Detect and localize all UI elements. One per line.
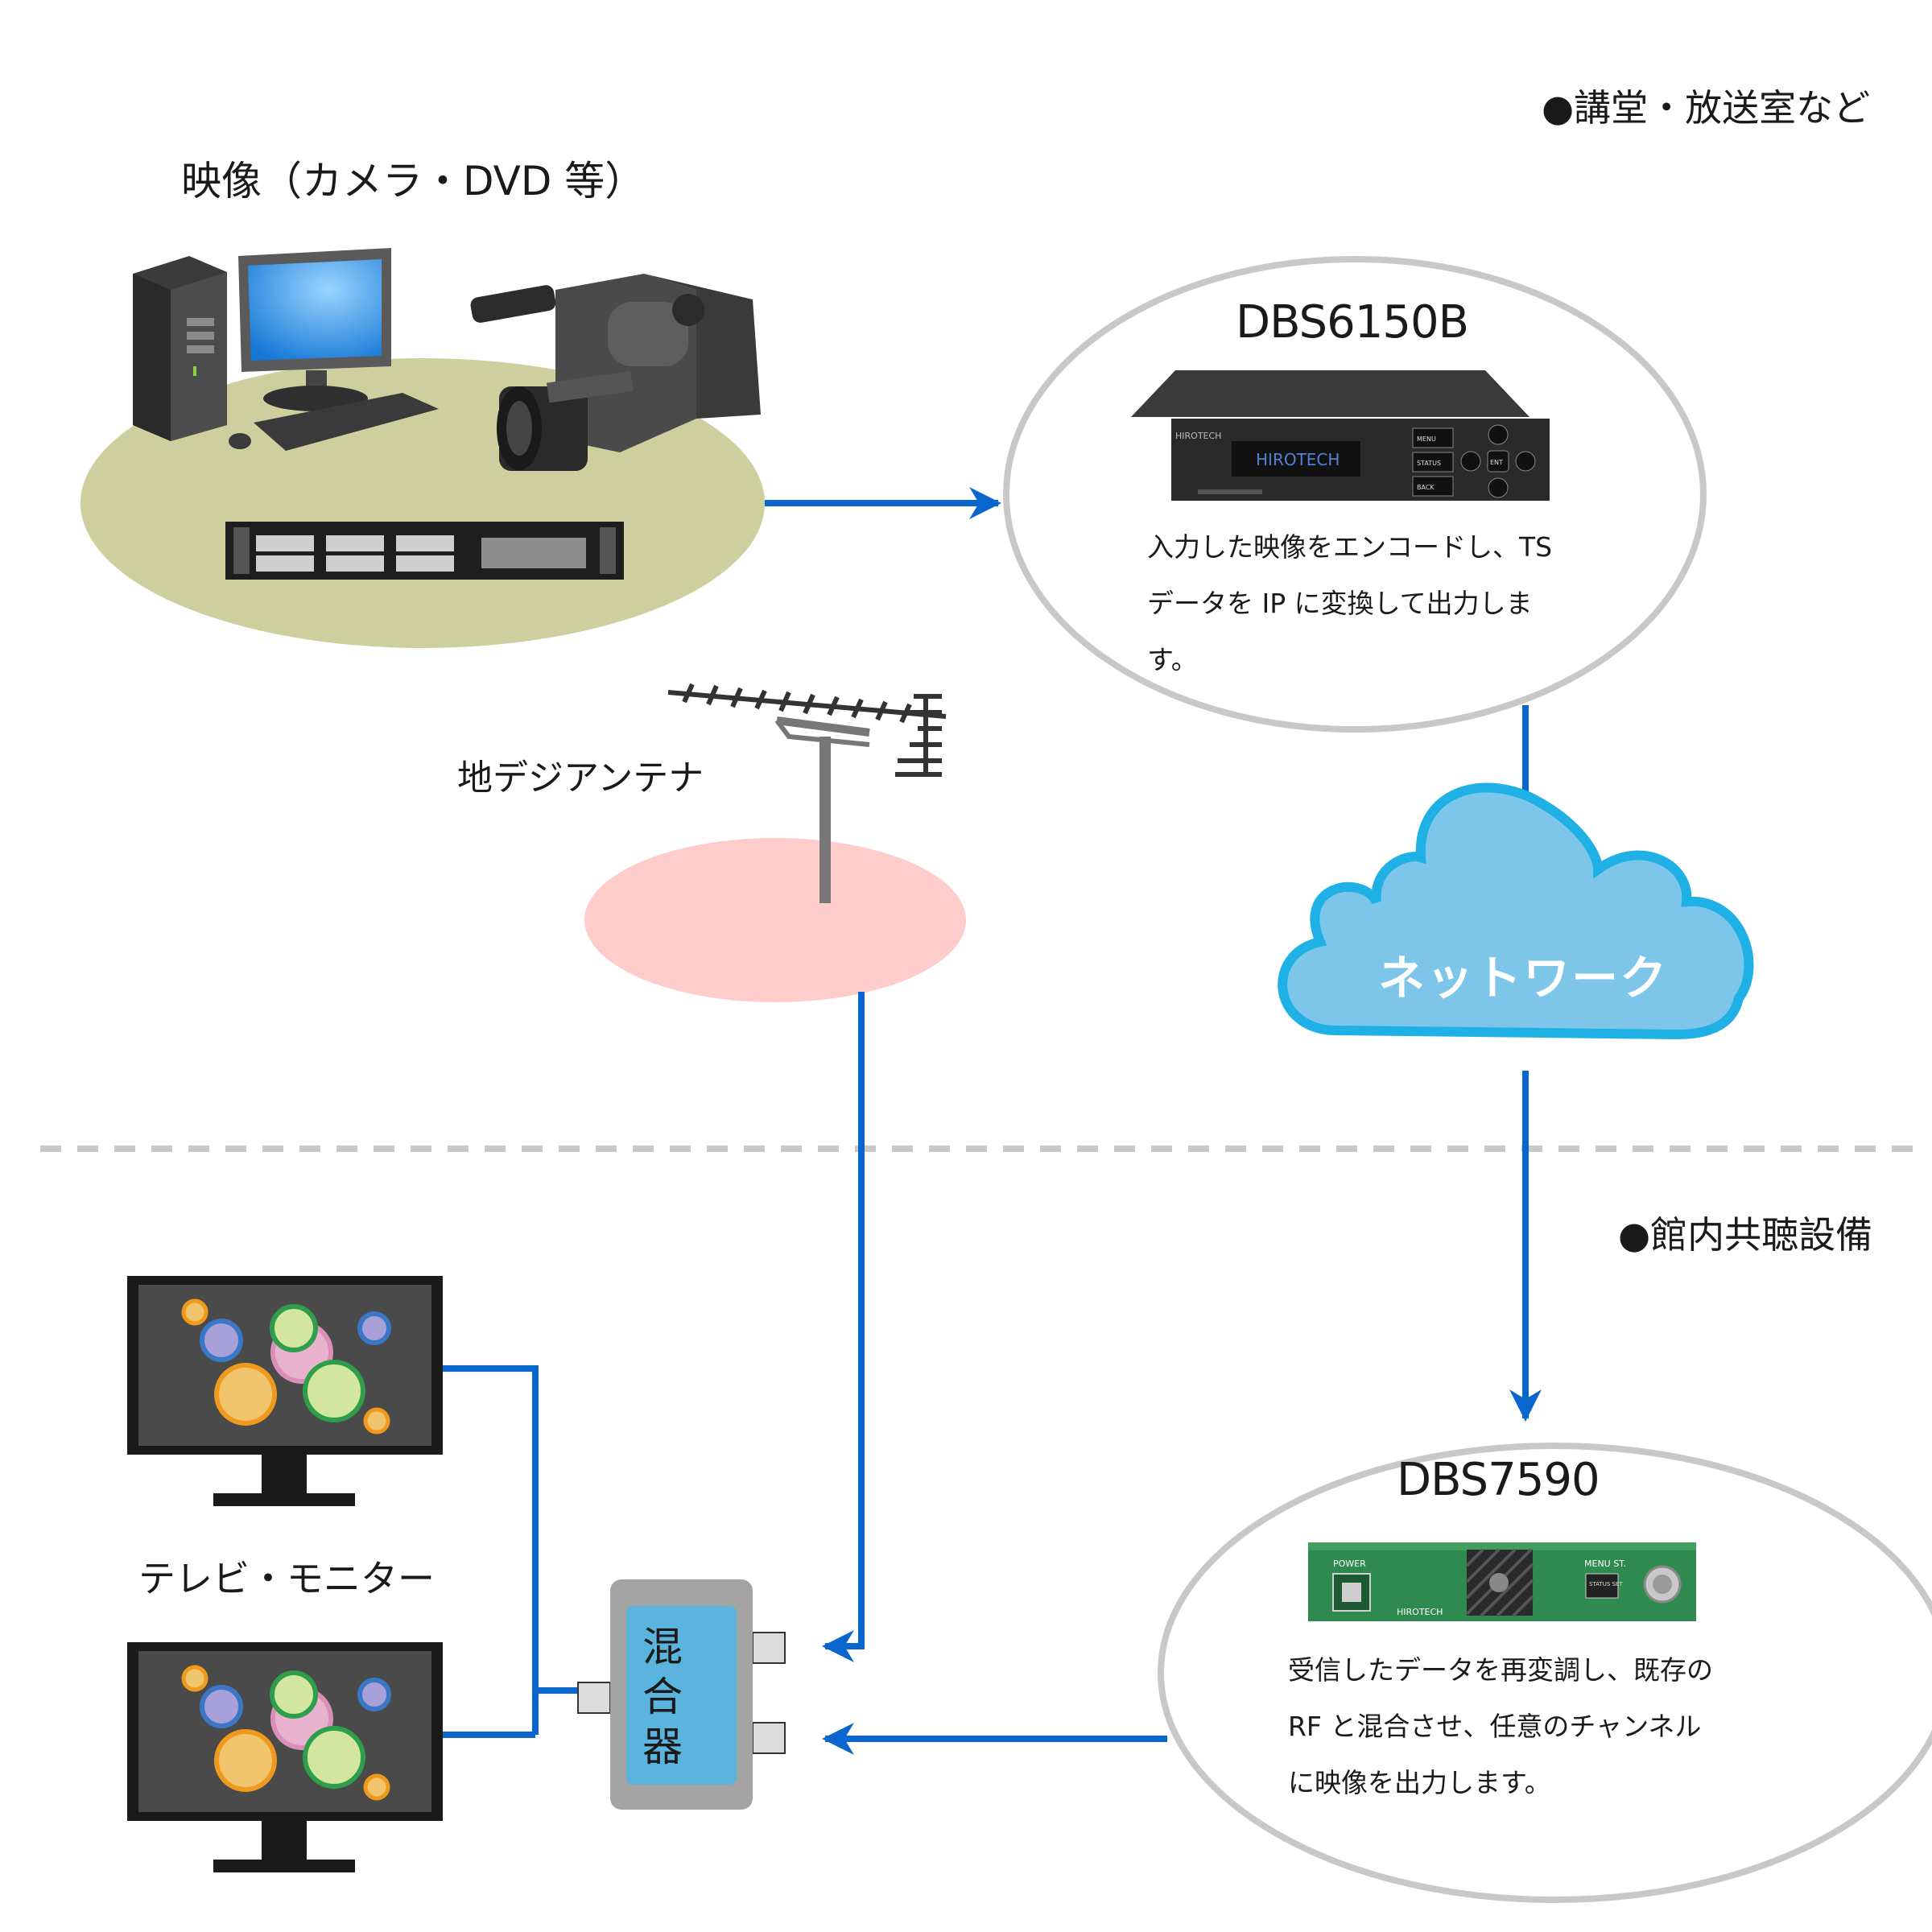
desktop-monitor-icon bbox=[229, 248, 439, 451]
encoder-enter-label: ENT bbox=[1490, 459, 1503, 466]
encoder-status-label: STATUS bbox=[1417, 460, 1441, 467]
pc-tower-icon bbox=[133, 256, 227, 441]
encoder-device-icon: HIROTECH HIROTECH MENU STATUS BACK ENT bbox=[1131, 370, 1550, 501]
encoder-brand: HIROTECH bbox=[1175, 431, 1221, 441]
monitors-label: テレビ・モニター bbox=[138, 1557, 435, 1600]
section-label-top: ●講堂・放送室など bbox=[1542, 86, 1871, 130]
encoder-title: DBS6150B bbox=[1236, 296, 1469, 349]
tv-monitor-upper bbox=[127, 1276, 443, 1506]
encoder-description: 入力した映像をエンコードし、TS データを IP に変換して出力します。 bbox=[1147, 531, 1553, 675]
mixer-to-monitors-connector bbox=[443, 1365, 578, 1694]
encoder-back-label: BACK bbox=[1417, 484, 1435, 491]
network-label: ネットワーク bbox=[1378, 951, 1669, 1005]
mixer-device bbox=[577, 1579, 786, 1810]
antenna-area bbox=[584, 838, 966, 1002]
tv-monitor-lower bbox=[127, 1642, 443, 1872]
network-cloud bbox=[1278, 782, 1754, 1040]
antenna-to-mixer-connector bbox=[822, 992, 865, 1662]
encoder-display-brand: HIROTECH bbox=[1256, 450, 1340, 469]
section-label-bottom: ●館内共聴設備 bbox=[1618, 1213, 1873, 1257]
modulator-description: 受信したデータを再変調し、既存の RF と混合させ、任意のチャンネルに映像を出力… bbox=[1288, 1654, 1713, 1798]
modulator-menu-label: MENU ST. bbox=[1584, 1558, 1626, 1569]
encoder-menu-label: MENU bbox=[1417, 436, 1436, 443]
source-label: 映像（カメラ・DVD 等） bbox=[181, 158, 646, 204]
modulator-brand: HIROTECH bbox=[1397, 1607, 1443, 1617]
modulator-power-label: POWER bbox=[1333, 1558, 1366, 1569]
antenna-label: 地デジアンテナ bbox=[457, 758, 704, 799]
rack-recorder-icon bbox=[225, 522, 624, 580]
tv-antenna-icon bbox=[667, 683, 947, 903]
modulator-status-label: STATUS SET bbox=[1589, 1581, 1623, 1587]
mixer-label: 混合器 bbox=[642, 1624, 683, 1770]
modulator-title: DBS7590 bbox=[1397, 1454, 1600, 1506]
video-camera-icon bbox=[470, 274, 761, 471]
modulator-device-icon: POWER MENU ST. STATUS SET HIROTECH bbox=[1308, 1542, 1696, 1621]
